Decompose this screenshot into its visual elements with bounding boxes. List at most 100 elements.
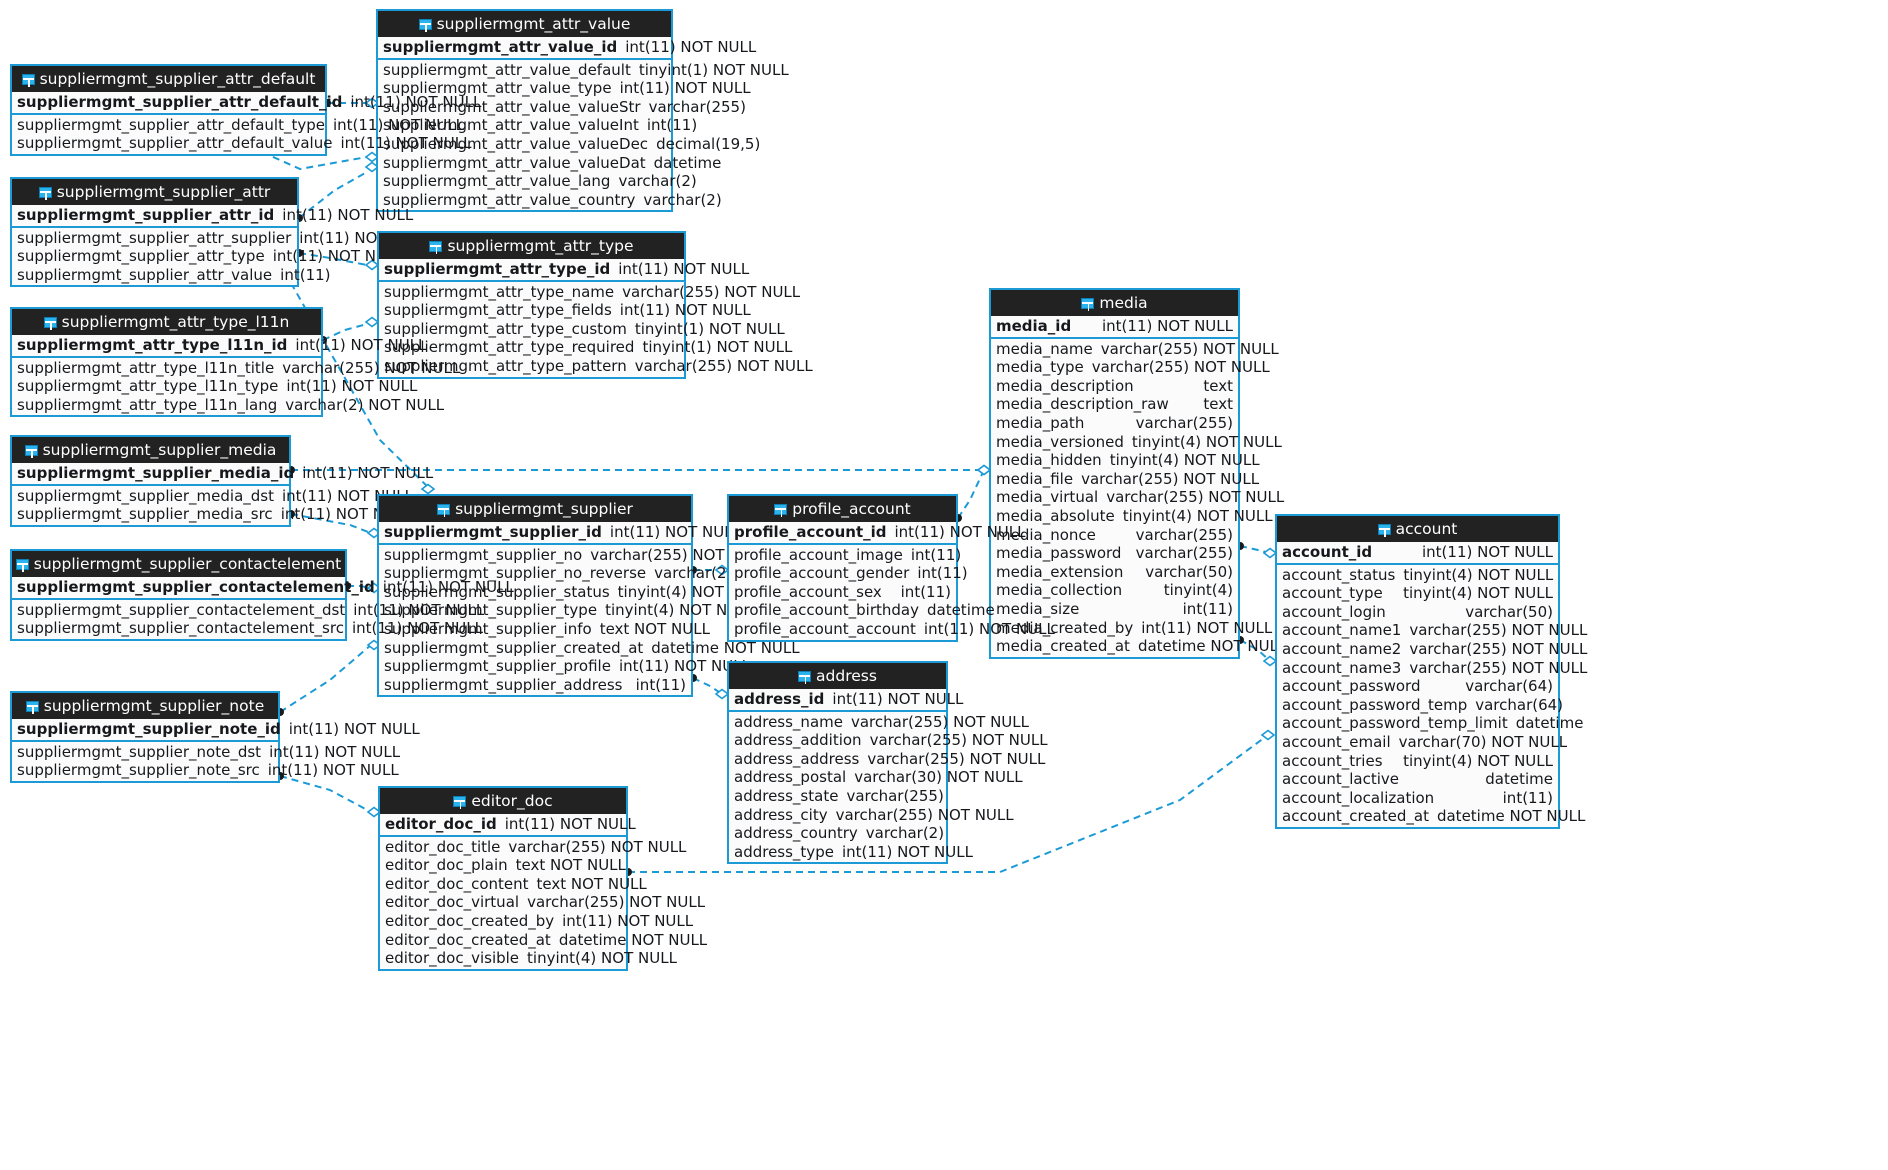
- column-type: int(11) NOT NULL: [282, 206, 414, 224]
- column-type: tinyint(4) NOT NULL: [1131, 432, 1282, 451]
- entity-table-header[interactable]: suppliermgmt_supplier_attr: [12, 179, 297, 205]
- column-name: suppliermgmt_attr_type_custom: [384, 319, 627, 338]
- column-type: varchar(255) NOT NULL: [1409, 658, 1588, 677]
- column-name: media_path: [996, 413, 1085, 432]
- column-name: account_tries: [1282, 751, 1383, 770]
- column-type: varchar(255) NOT NULL: [1409, 639, 1588, 658]
- column-name: suppliermgmt_supplier_address: [384, 675, 623, 694]
- entity-table[interactable]: suppliermgmt_attr_value suppliermgmt_attr…: [376, 9, 789, 213]
- column-name: suppliermgmt_supplier_contactelement_dst: [17, 600, 346, 619]
- column-type: int(11) NOT NULL: [353, 600, 485, 619]
- entity-table[interactable]: suppliermgmt_attr_type suppliermgmt_attr_…: [377, 231, 813, 379]
- column-name: suppliermgmt_attr_value_id: [383, 38, 618, 56]
- column-type: int(11) NOT NULL: [625, 38, 757, 56]
- column-name: account_password_temp_limit: [1282, 714, 1508, 733]
- entity-table-header[interactable]: suppliermgmt_supplier_media: [12, 437, 289, 463]
- entity-table-header[interactable]: media: [991, 290, 1238, 316]
- column-type: varchar(2) NOT NULL: [285, 395, 445, 414]
- entity-table-header[interactable]: suppliermgmt_supplier_contactelement: [12, 551, 345, 577]
- table-icon: [774, 504, 788, 517]
- column-type: varchar(255) NOT NULL: [590, 545, 769, 564]
- entity-table-header[interactable]: editor_doc: [380, 788, 626, 814]
- column-name: suppliermgmt_supplier_attr_default_id: [17, 93, 343, 111]
- column-name: media_versioned: [996, 432, 1124, 451]
- column-name: address_address: [734, 749, 860, 768]
- column-name: suppliermgmt_supplier_profile: [384, 657, 611, 676]
- primary-key-section: suppliermgmt_attr_value_id int(11) NOT NU…: [378, 37, 756, 60]
- entity-table-header[interactable]: suppliermgmt_supplier_note: [12, 693, 278, 719]
- entity-table-header[interactable]: account: [1277, 516, 1558, 542]
- column-name: address_name: [734, 712, 843, 731]
- column-name: suppliermgmt_supplier_attr_default_value: [17, 134, 333, 153]
- column-type: datetime NOT NULL: [1137, 637, 1287, 656]
- column-type: int(11) NOT NULL: [382, 578, 514, 596]
- column-name: suppliermgmt_supplier_info: [384, 619, 592, 638]
- column-name: suppliermgmt_supplier_note_id: [17, 720, 281, 738]
- entity-table[interactable]: suppliermgmt_supplier_attr suppliermgmt_s…: [10, 177, 430, 288]
- entity-table[interactable]: suppliermgmt_supplier_note suppliermgmt_s…: [10, 691, 420, 783]
- column-type: int(11) NOT NULL: [1422, 543, 1553, 561]
- column-name: account_status: [1282, 565, 1396, 584]
- entity-table-title: suppliermgmt_supplier_attr: [56, 183, 271, 201]
- column-name: suppliermgmt_supplier_created_at: [384, 638, 644, 657]
- entity-table-header[interactable]: suppliermgmt_supplier_attr_default: [12, 66, 325, 92]
- table-icon: [1377, 524, 1391, 537]
- column-name: profile_account_image: [734, 545, 903, 564]
- column-name: account_lactive: [1282, 770, 1400, 789]
- entity-table-header[interactable]: profile_account: [729, 496, 956, 522]
- entity-table[interactable]: suppliermgmt_supplier suppliermgmt_suppli…: [377, 494, 832, 698]
- entity-table-title: suppliermgmt_attr_value: [436, 15, 631, 33]
- entity-table-header[interactable]: address: [729, 663, 946, 689]
- column-type: tinyint(1) NOT NULL: [638, 60, 789, 79]
- relationship-link: [1236, 542, 1278, 559]
- column-type: int(11) NOT NULL: [618, 260, 750, 278]
- entity-table-header[interactable]: suppliermgmt_supplier: [379, 496, 691, 522]
- entity-table[interactable]: suppliermgmt_attr_type_l11n suppliermgmt_…: [10, 307, 460, 418]
- entity-table-header[interactable]: suppliermgmt_attr_type: [379, 233, 684, 259]
- column-type: tinyint(4): [1163, 581, 1233, 600]
- entity-table-header[interactable]: suppliermgmt_attr_value: [378, 11, 671, 37]
- column-name: editor_doc_visible: [385, 949, 520, 968]
- column-type: varchar(64): [1465, 677, 1553, 696]
- entity-table-title: suppliermgmt_supplier_note: [43, 697, 265, 715]
- column-type: int(11) NOT NULL: [302, 464, 434, 482]
- column-type: int(11): [1182, 599, 1233, 618]
- column-name: media_extension: [996, 562, 1124, 581]
- column-name: media_type: [996, 358, 1084, 377]
- relationship-link: [689, 674, 730, 700]
- column-type: int(11): [1502, 788, 1553, 807]
- column-type: datetime NOT NULL: [1436, 807, 1586, 826]
- column-type: decimal(19,5): [656, 134, 761, 153]
- column-name: account_password: [1282, 677, 1421, 696]
- entity-table-header[interactable]: suppliermgmt_attr_type_l11n: [12, 309, 321, 335]
